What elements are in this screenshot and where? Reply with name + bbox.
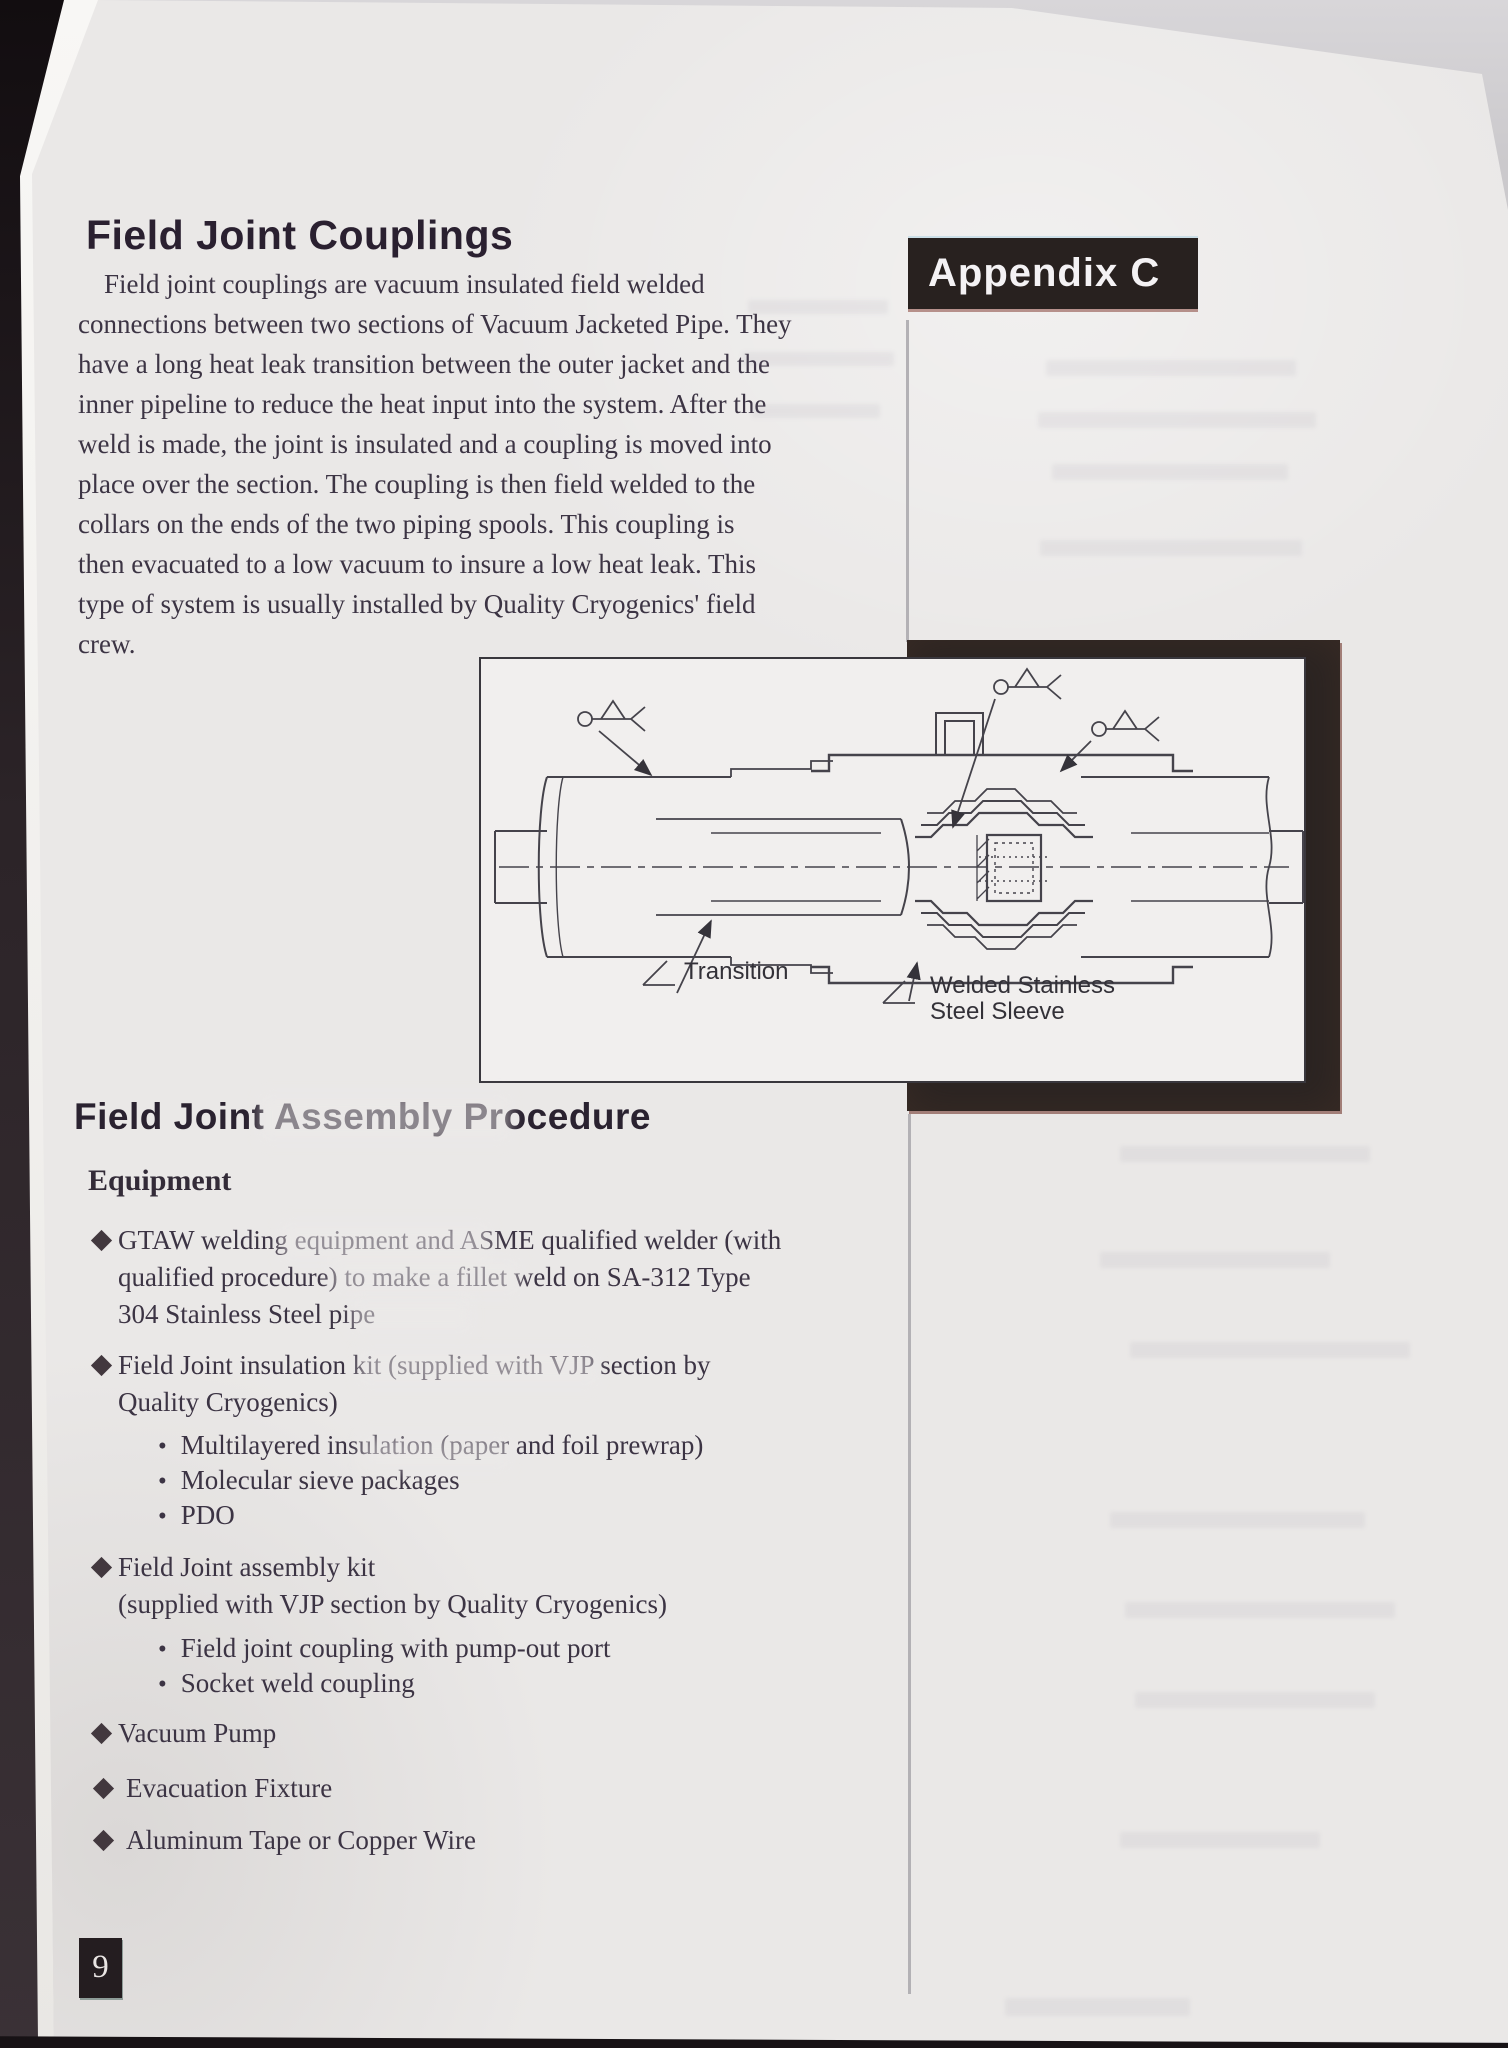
- photo-bottom-edge-shadow: [0, 2036, 1508, 2048]
- column-divider-lower: [908, 1114, 911, 1994]
- paragraph-line: weld is made, the joint is insulated and…: [78, 429, 772, 459]
- bleed-through-ghost: [1110, 1512, 1365, 1528]
- insulation-kit-subitems: Multilayered insulation (paper and foil …: [158, 1428, 704, 1533]
- diagram-label-sleeve-line2: Steel Sleeve: [930, 998, 1065, 1025]
- bleed-through-ghost: [752, 404, 880, 418]
- paragraph-line: inner pipeline to reduce the heat input …: [78, 389, 767, 419]
- bleed-through-ghost: [748, 300, 888, 314]
- coupling-diagram: [479, 657, 1306, 1083]
- page-title: Field Joint Couplings: [86, 212, 514, 258]
- diagram-label-transition: Transition: [684, 958, 789, 985]
- bleed-through-ghost: [1135, 1692, 1375, 1708]
- paragraph-line: type of system is usually installed by Q…: [78, 589, 756, 619]
- equipment-item-aluminum-tape: Aluminum Tape or Copper Wire: [126, 1825, 476, 1855]
- assembly-kit-subitems: Field joint coupling with pump-out port …: [158, 1631, 611, 1701]
- appendix-banner: Appendix C: [908, 238, 1198, 309]
- diamond-bullet-icon: [90, 1556, 113, 1579]
- assembly-heading: Field Joint Assembly Procedure: [74, 1096, 652, 1137]
- bleed-through-ghost: [1120, 1832, 1320, 1848]
- equipment-item-evacuation-fixture: Evacuation Fixture: [126, 1773, 333, 1803]
- paragraph-line: collars on the ends of the two piping sp…: [78, 509, 735, 539]
- bleed-through-ghost: [1046, 360, 1296, 376]
- bleed-through-ghost: [1100, 1252, 1330, 1268]
- intro-paragraph: Field joint couplings are vacuum insulat…: [78, 264, 792, 664]
- bleed-through-ghost: [1040, 540, 1302, 556]
- column-divider-upper: [906, 320, 909, 642]
- bleed-through-ghost: [1125, 1602, 1395, 1618]
- equipment-item-assembly-kit: Field Joint assembly kit (supplied with …: [118, 1552, 667, 1619]
- paragraph-line: have a long heat leak transition between…: [78, 349, 770, 379]
- diamond-bullet-icon: [90, 1722, 113, 1745]
- bleed-through-ghost: [1052, 464, 1288, 480]
- bleed-through-ghost: [1120, 1146, 1370, 1162]
- equipment-item-insulation-kit: Field Joint insulation kit (supplied wit…: [118, 1350, 711, 1417]
- bleed-through-ghost: [1130, 1342, 1410, 1358]
- paragraph-line: then evacuated to a low vacuum to insure…: [78, 549, 757, 579]
- paragraph-line: Field joint couplings are vacuum insulat…: [104, 269, 705, 299]
- diamond-bullet-icon: [92, 1829, 115, 1852]
- equipment-subheading: Equipment: [88, 1164, 232, 1197]
- bleed-through-ghost: [742, 352, 894, 366]
- equipment-item-vacuum-pump: Vacuum Pump: [118, 1718, 277, 1748]
- paragraph-line: place over the section. The coupling is …: [78, 469, 756, 499]
- page-number-box: 9: [79, 1938, 122, 1998]
- equipment-item-gtaw: GTAW welding equipment and ASME qualifie…: [118, 1225, 782, 1329]
- paragraph-line: crew.: [78, 629, 136, 659]
- paragraph-line: connections between two sections of Vacu…: [78, 309, 792, 339]
- appendix-banner-label: Appendix C: [928, 251, 1161, 295]
- diamond-bullet-icon: [90, 1229, 113, 1252]
- diamond-bullet-icon: [90, 1354, 113, 1377]
- bleed-through-ghost: [1005, 1998, 1190, 2016]
- page-number: 9: [92, 1949, 109, 1985]
- coupling-drawing: [494, 667, 1304, 1004]
- bleed-through-ghost: [1038, 412, 1316, 428]
- diagram-label-sleeve-line1: Welded Stainless: [930, 972, 1115, 999]
- diamond-bullet-icon: [92, 1777, 115, 1800]
